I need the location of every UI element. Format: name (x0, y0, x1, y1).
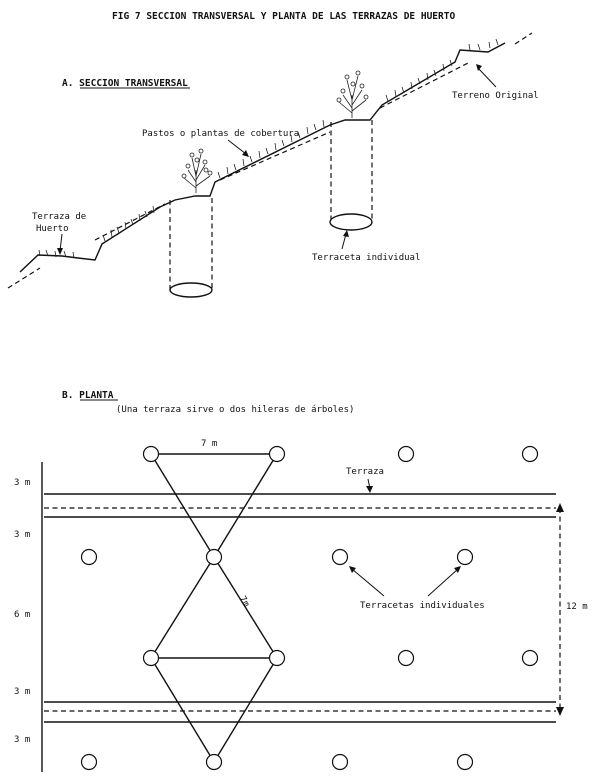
dim-label-3m-d: 3 m (14, 735, 30, 745)
pointer-terracette-left (351, 568, 385, 597)
arrowhead (366, 486, 373, 493)
section-b-heading: B. PLANTA (62, 390, 114, 401)
original-terrain-line (7, 32, 533, 289)
arrowhead (242, 150, 249, 157)
label-original-terrain: Terreno Original (452, 91, 539, 101)
arrowhead (556, 707, 564, 716)
dim-label-3m-a: 3 m (14, 478, 30, 488)
section-a-heading: A. SECCION TRANSVERSAL (62, 78, 188, 89)
pointer-original-terrain (477, 67, 497, 88)
pointer-cover-plants (227, 139, 247, 155)
arrowhead (349, 566, 356, 573)
dim-label-3m-c: 3 m (14, 687, 30, 697)
shrub-icon (181, 148, 213, 193)
shrub-icon (336, 70, 369, 118)
dim-label-3m-b: 3 m (14, 530, 30, 540)
label-7m-diagonal: 7m (237, 595, 251, 609)
arrowhead (454, 566, 461, 573)
pointer-terracette-right (427, 568, 459, 597)
label-orchard-terrace-2: Huerto (36, 224, 69, 234)
label-individual-terracettes: Terracetas individuales (360, 601, 485, 611)
section-b-subtitle: (Una terraza sirve o dos hileras de árbo… (116, 405, 354, 415)
arrowhead (476, 64, 482, 71)
figure-title: FIG 7 SECCION TRANSVERSAL Y PLANTA DE LA… (112, 11, 455, 22)
dim-label-6m: 6 m (14, 610, 30, 620)
label-7m-top: 7 m (201, 439, 217, 449)
label-individual-terracette: Terraceta individual (312, 253, 420, 263)
arrowhead (57, 248, 63, 255)
label-cover-plants: Pastos o plantas de cobertura (142, 129, 299, 139)
label-orchard-terrace-1: Terraza de (32, 212, 86, 222)
terrace-band-lines (44, 493, 556, 723)
terracette-pit-2 (329, 120, 373, 231)
terrain-profile (19, 42, 506, 273)
tree-positions (80, 445, 539, 771)
label-terrace: Terraza (346, 467, 384, 477)
spacing-triangles (150, 453, 278, 763)
arrowhead (343, 230, 349, 237)
pointer-individual-terracette (341, 233, 347, 250)
terracette-pit-1 (169, 198, 213, 298)
grass-hatching (38, 38, 499, 259)
label-12m: 12 m (566, 602, 588, 612)
arrowhead (556, 503, 564, 512)
